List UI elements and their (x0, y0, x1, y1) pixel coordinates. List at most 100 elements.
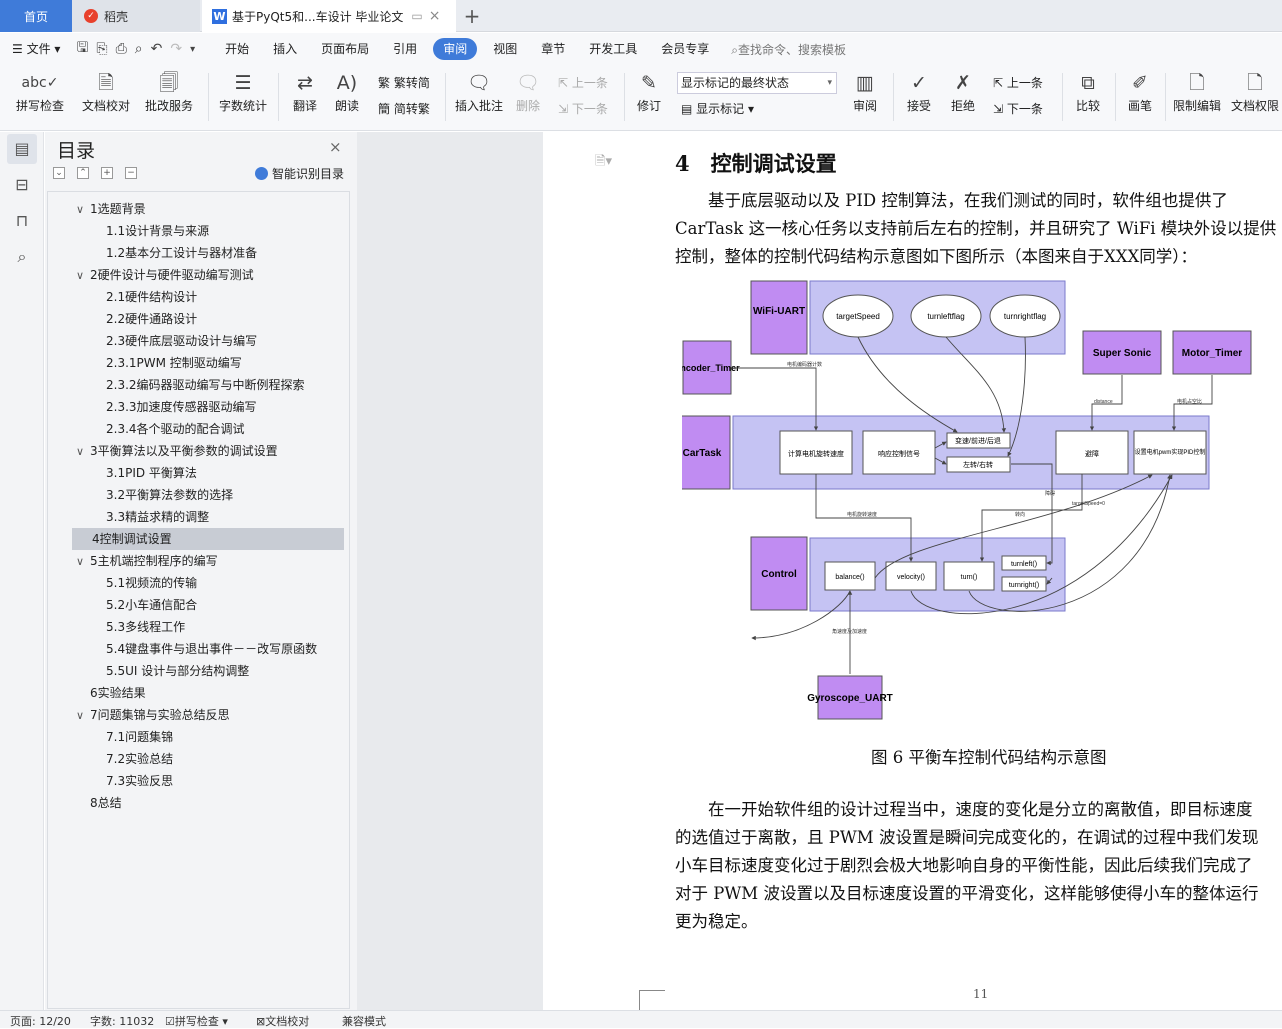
tab-docer[interactable]: ✓稻壳 (72, 0, 200, 32)
toc-item[interactable]: 1.1设计背景与来源 (106, 220, 209, 242)
velocity-label: velocity() (897, 574, 925, 581)
export-icon[interactable]: ⎘ (96, 41, 108, 57)
toc-item[interactable]: 5.2小车通信配合 (106, 594, 197, 616)
word-count-button[interactable]: ☰字数统计 (216, 69, 270, 125)
simplified-to-traditional-button[interactable]: 簡 简转繁 (378, 98, 430, 120)
traditional-to-simplified-button[interactable]: 繁 繁转简 (378, 72, 430, 94)
menu-tab-6[interactable]: 章节 (541, 42, 566, 56)
collapse-icon[interactable]: ⌄ (53, 167, 65, 179)
close-tab-icon[interactable]: × (428, 8, 441, 24)
insert-comment-button[interactable]: 🗨插入批注 (452, 69, 506, 125)
toc-caret-icon[interactable]: ∨ (76, 203, 85, 216)
menu-tab-2[interactable]: 页面布局 (321, 42, 370, 56)
restrict-editing-button[interactable]: 🗋限制编辑 (1170, 69, 1224, 125)
toc-item[interactable]: ∨2硬件设计与硬件驱动编写测试 (76, 264, 254, 286)
redo-icon[interactable]: ↷ (170, 41, 183, 57)
expand-icon[interactable]: ⌃ (77, 167, 89, 179)
page-indicator[interactable]: 页面: 12/20 (10, 1015, 71, 1028)
spell-check-toggle[interactable]: ☑拼写检查 ▾ (165, 1015, 228, 1028)
toc-item[interactable]: 2.3.3加速度传感器驱动编写 (106, 396, 257, 418)
toc-item[interactable]: 5.4键盘事件与退出事件－－改写原函数 (106, 638, 317, 660)
toc-item[interactable]: 3.3精益求精的调整 (106, 506, 209, 528)
more-icon[interactable]: ▾ (190, 43, 196, 55)
menu-tab-4[interactable]: 审阅 (433, 38, 478, 60)
paragraph-2: 在一开始软件组的设计过程当中，速度的变化是分立的离散值，即目标速度的选值过于离散… (675, 796, 1282, 936)
menu-tab-3[interactable]: 引用 (393, 42, 418, 56)
toc-item[interactable]: 7.3实验反思 (106, 770, 173, 792)
toc-item[interactable]: ∨5主机端控制程序的编写 (76, 550, 218, 572)
menu-tab-1[interactable]: 插入 (273, 42, 298, 56)
show-markup-button[interactable]: ▤ 显示标记 ▾ (681, 102, 755, 116)
delete-comment-button[interactable]: 🗨删除 (510, 69, 546, 125)
read-aloud-button[interactable]: A)朗读 (330, 69, 364, 125)
page-menu-icon[interactable]: 🗎▾ (595, 154, 612, 169)
compare-button[interactable]: ⧉比较 (1068, 69, 1108, 125)
spell-check-button[interactable]: abc✓拼写检查 (8, 69, 72, 125)
toc-caret-icon[interactable]: ∨ (76, 555, 85, 568)
markup-state-select[interactable]: 显示标记的最终状态▾ (677, 72, 837, 94)
toc-item[interactable]: 8总结 (76, 792, 122, 814)
toc-caret-icon[interactable]: ∨ (76, 709, 85, 722)
toc-item[interactable]: 2.3.1PWM 控制驱动编写 (106, 352, 242, 374)
toc-item[interactable]: ∨3平衡算法以及平衡参数的调试设置 (76, 440, 278, 462)
toc-item[interactable]: ∨7问题集锦与实验总结反思 (76, 704, 230, 726)
toc-item[interactable]: 5.1视频流的传输 (106, 572, 197, 594)
bookmark-icon[interactable]: ⊓ (15, 211, 29, 230)
screen-icon[interactable]: ▭ (411, 9, 423, 23)
next-comment-button[interactable]: ⇲ 下一条 (558, 98, 608, 120)
translate-button[interactable]: ⇄翻译 (285, 69, 325, 125)
print-icon[interactable]: ⎙ (115, 41, 127, 57)
previous-comment-button[interactable]: ⇱ 上一条 (558, 72, 608, 94)
toc-item[interactable]: 2.3.2编码器驱动编写与中断例程探索 (106, 374, 305, 396)
toc-item[interactable]: 1.2基本分工设计与器材准备 (106, 242, 257, 264)
toc-item[interactable]: 3.2平衡算法参数的选择 (106, 484, 233, 506)
close-icon[interactable]: × (329, 138, 342, 156)
proofread-button[interactable]: 🗎文档校对 (78, 69, 134, 125)
toc-item[interactable]: 2.3.4各个驱动的配合调试 (106, 418, 245, 440)
toc-item[interactable]: 7.1问题集锦 (106, 726, 173, 748)
document-permission-button[interactable]: 🗋文档权限 (1228, 69, 1282, 125)
review-pane-button[interactable]: ▥审阅 (846, 69, 884, 125)
edge-label-obstacle: 障碍 (1045, 490, 1055, 497)
toc-item[interactable]: 3.1PID 平衡算法 (106, 462, 197, 484)
reject-button[interactable]: ✗拒绝 (944, 69, 982, 125)
toc-item[interactable]: 4控制调试设置 (72, 528, 344, 550)
toc-panel-icon[interactable]: ▤ (7, 134, 37, 164)
toc-caret-icon[interactable]: ∨ (76, 445, 85, 458)
track-changes-button[interactable]: ✎修订 (630, 69, 668, 125)
command-search[interactable]: ⌕查找命令、搜索模板 (731, 41, 846, 58)
proofread-toggle[interactable]: ⊠文档校对 (256, 1013, 309, 1029)
undo-icon[interactable]: ↶ (150, 41, 163, 57)
toc-item[interactable]: 7.2实验总结 (106, 748, 173, 770)
toc-item[interactable]: 6实验结果 (76, 682, 146, 704)
toc-item[interactable]: 2.1硬件结构设计 (106, 286, 197, 308)
smart-toc-button[interactable]: 智能识别目录 (255, 165, 344, 182)
remove-level-icon[interactable]: − (125, 167, 137, 179)
pen-button[interactable]: ✐画笔 (1120, 69, 1160, 125)
menu-tab-0[interactable]: 开始 (225, 42, 250, 56)
toc-item[interactable]: 5.3多线程工作 (106, 616, 185, 638)
word-count[interactable]: 字数: 11032 (90, 1015, 155, 1028)
toc-caret-icon[interactable]: ∨ (76, 269, 85, 282)
toc-item[interactable]: 2.3硬件底层驱动设计与编写 (106, 330, 257, 352)
menu-tab-8[interactable]: 会员专享 (661, 42, 710, 56)
preview-icon[interactable]: ⌕ (134, 41, 143, 57)
add-level-icon[interactable]: + (101, 167, 113, 179)
file-menu[interactable]: ☰ 文件 ▾ (12, 42, 61, 56)
toc-item[interactable]: ∨1选题背景 (76, 198, 146, 220)
accept-button[interactable]: ✓接受 (900, 69, 938, 125)
plus-icon: + (463, 4, 481, 28)
toc-item[interactable]: 5.5UI 设计与部分结构调整 (106, 660, 249, 682)
previous-change-button[interactable]: ⇱ 上一条 (993, 72, 1043, 94)
chapter-nav-icon[interactable]: ⊟ (15, 175, 29, 194)
toc-item[interactable]: 2.2硬件通路设计 (106, 308, 197, 330)
correction-service-button[interactable]: 🗐批改服务 (138, 69, 200, 125)
next-change-button[interactable]: ⇲ 下一条 (993, 98, 1043, 120)
tab-home[interactable]: 首页 (0, 0, 72, 32)
save-icon[interactable]: 🖫 (76, 40, 89, 56)
menu-tab-7[interactable]: 开发工具 (589, 42, 638, 56)
new-tab-button[interactable]: + (458, 0, 486, 32)
search-icon[interactable]: ⌕ (17, 247, 27, 266)
menu-tab-5[interactable]: 视图 (493, 42, 518, 56)
